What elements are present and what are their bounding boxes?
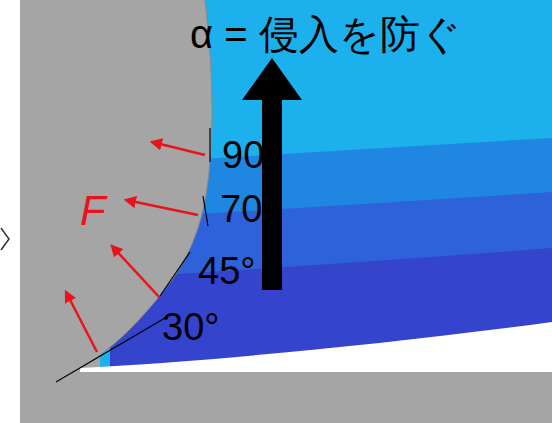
angle-label: 45° — [198, 252, 255, 290]
tangent-line — [56, 318, 165, 382]
gap-wedge — [80, 322, 552, 372]
tangent-line — [160, 252, 190, 296]
title-note: α = 侵入を防ぐ — [190, 14, 461, 54]
floor — [20, 372, 552, 423]
angle-label: 30° — [162, 308, 219, 346]
angle-label: 70° — [220, 190, 277, 228]
force-arrow — [112, 246, 160, 298]
tangent-line — [203, 196, 208, 226]
tangent-line — [209, 128, 210, 162]
chevron-mark — [1, 228, 9, 250]
grey-ground — [20, 0, 552, 423]
angle-label: 90° — [222, 136, 279, 174]
force-symbol: F — [80, 190, 106, 232]
force-arrow — [66, 292, 97, 352]
force-arrow — [152, 142, 205, 155]
force-arrow — [126, 200, 198, 215]
